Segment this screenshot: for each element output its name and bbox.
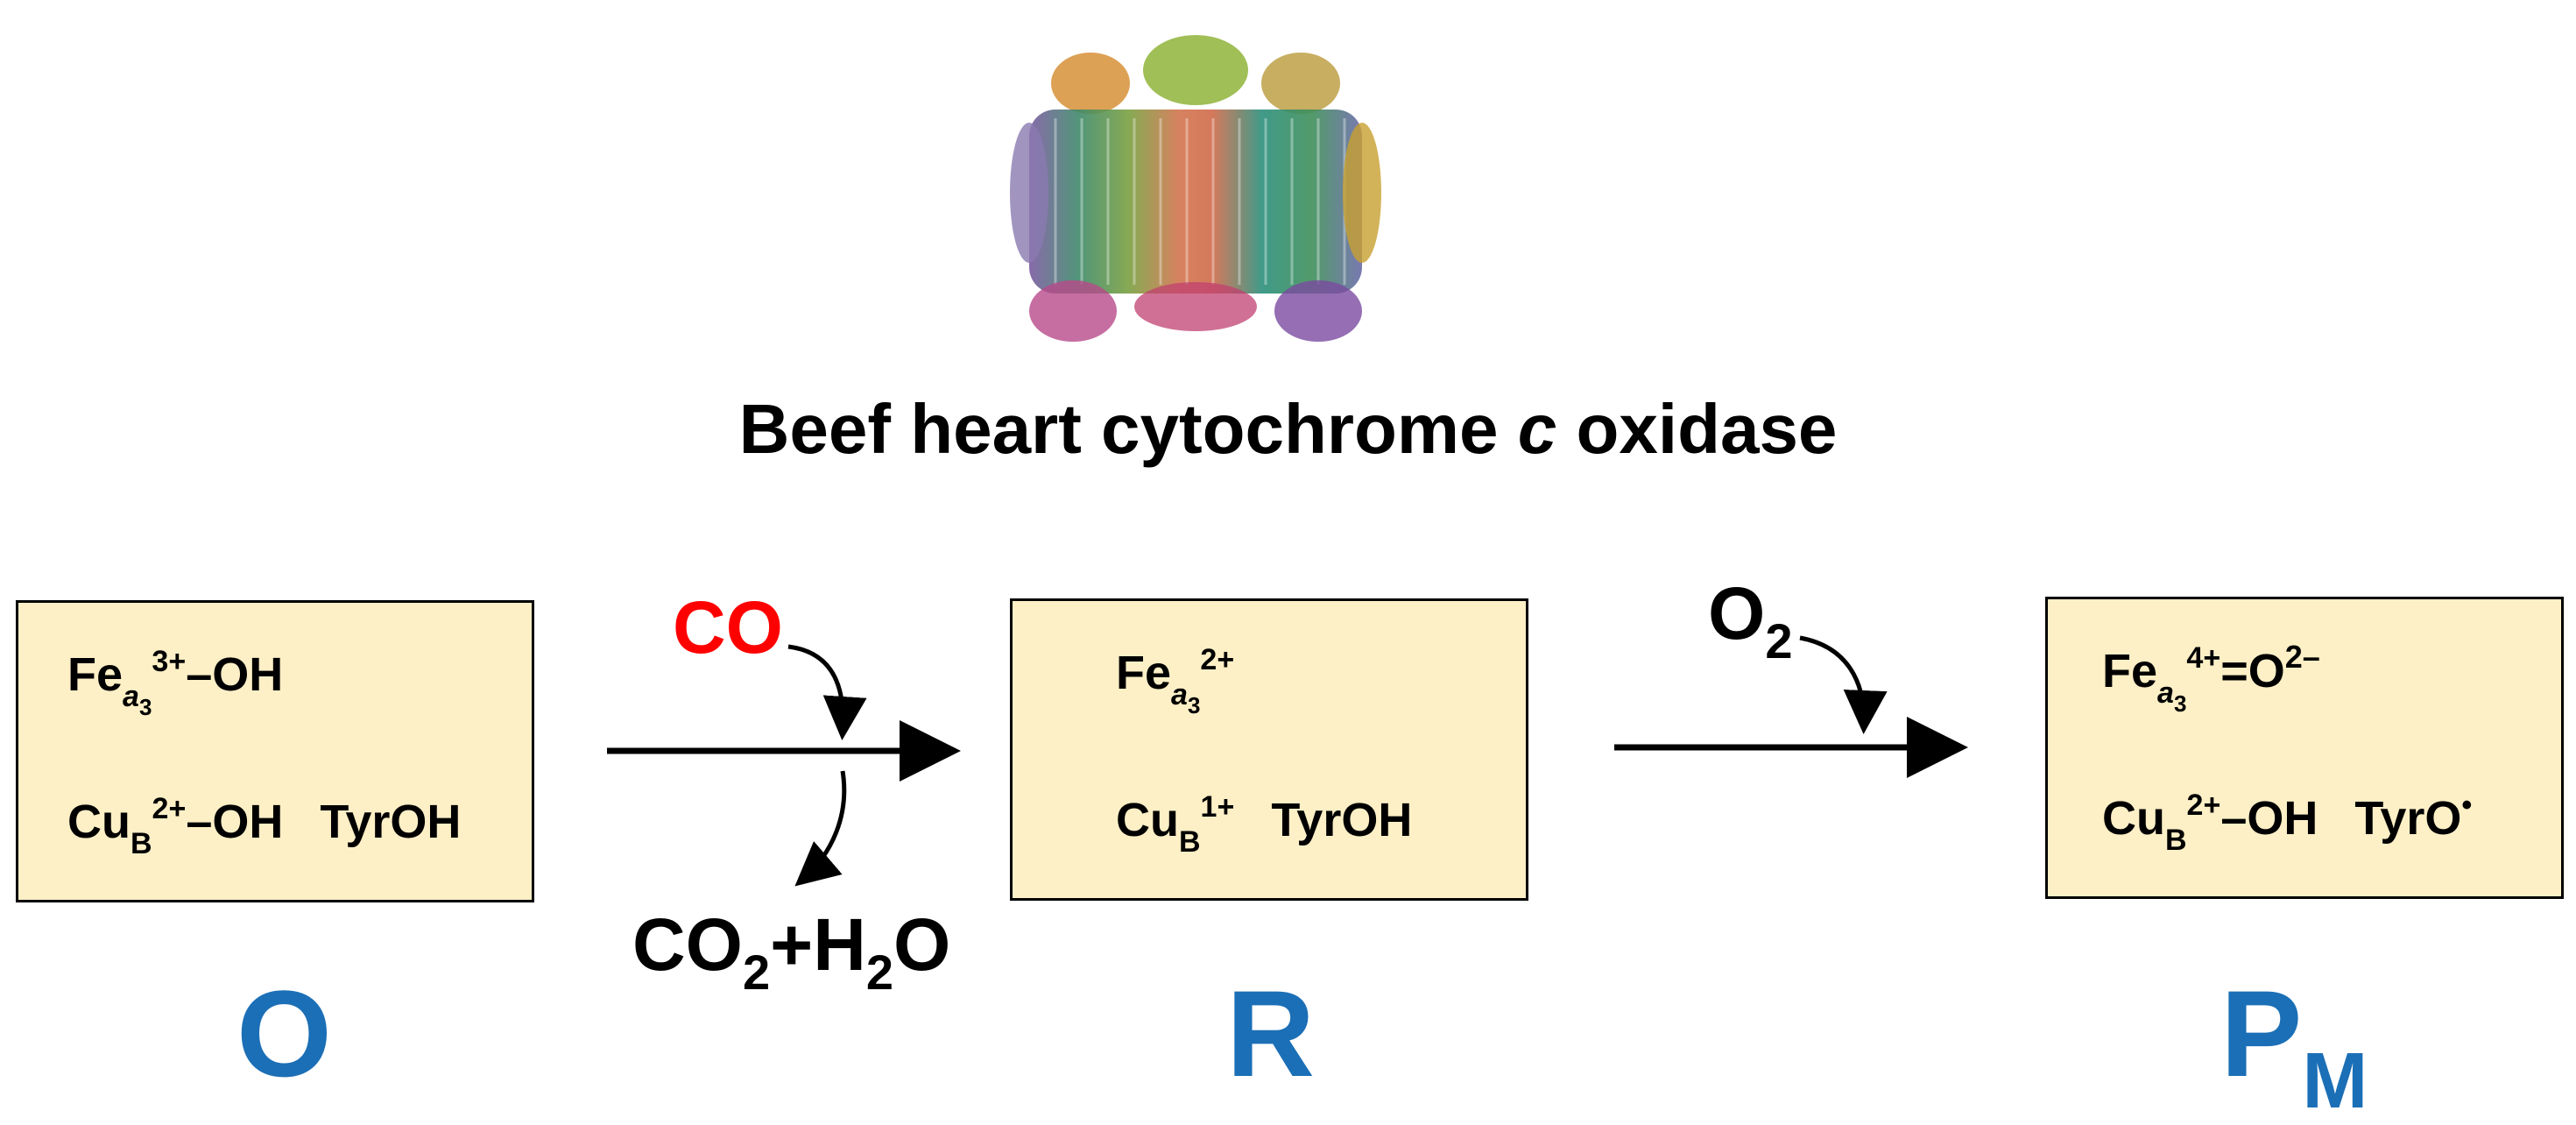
fe-line-r: Fea32+ <box>1116 643 1235 718</box>
co-reagent: CO <box>673 586 783 669</box>
state-label-r: R <box>1226 965 1316 1102</box>
protein-structure-image <box>1010 35 1381 342</box>
o2-in-arrow <box>1799 635 1888 734</box>
state-label-pm: PM <box>2220 965 2368 1125</box>
co-in-arrow <box>787 644 867 740</box>
o2-reagent: O2 <box>1708 572 1793 669</box>
diagram-title: Beef heart cytochrome c oxidase <box>738 390 1838 468</box>
co2-out-arrow <box>794 770 847 887</box>
state-label-pm-subscript: M <box>2302 1037 2368 1125</box>
state-box-r: Fea32+ CuB1+TyrOH <box>1010 598 1528 901</box>
fe-line-o: Fea33+–OH <box>67 645 284 720</box>
state-label-o: O <box>236 965 332 1102</box>
cu-line-r: CuB1+TyrOH <box>1116 790 1413 859</box>
fe-line-pm: Fea34+=O2– <box>2102 639 2320 717</box>
products-co2-h2o: CO2+H2O <box>632 903 951 1000</box>
